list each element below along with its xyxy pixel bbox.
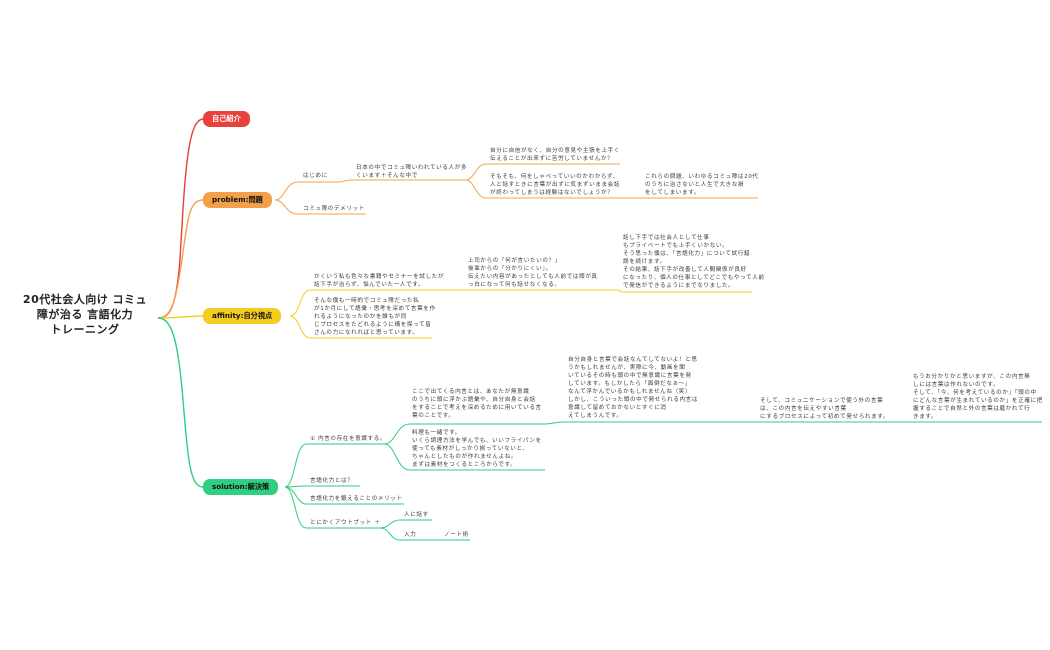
node-q2-line: が終わってしまうは経験はないでしょうか？ [490,190,614,196]
node-a4-line: そんな僕も一時的でコミュ障だった私 [314,298,420,304]
connector-solution [157,317,204,488]
node-solution-1a[interactable]: ここで出てくる内言とは、あなたが無意識 のうちに頭に浮かぶ語彙や、自分自身と会話… [412,388,542,420]
node-a4-line: さんの力になれればと思っています。 [314,330,419,336]
node-q3-line: をしてしまいます。 [645,190,701,196]
node-a4-line: れるようになったのかを誰もが同 [314,314,407,320]
node-solution-1d[interactable]: もうお分かりかと思いますが、この内言無 しには言葉は作れないのです。 そして、「… [913,373,1043,421]
node-question-2[interactable]: そもそも、何をしゃべっていいのかわからず、 人と話すときに言葉が出ずに気まずいま… [490,173,620,197]
node-a3-line: で発信ができるようにまでなりました。 [623,283,735,289]
node-s1d-line: もうお分かりかと思いますが、この内言無 [913,374,1031,380]
node-s1c-line: は、この内言を伝えやすい言葉 [760,406,847,412]
branch-problem[interactable]: problem:問題 [203,192,272,208]
node-japan[interactable]: 日本の中でコミュ障いわれている人が多 くいます＋そんな中で [356,164,467,180]
root-line-2: 障が治る 言語化力 [36,308,134,321]
node-a4-line: が1か月にして語彙・思考を深めて言葉を作 [314,306,436,312]
node-q2-line: 人と話すときに言葉が出ずに気まずいまま会話 [490,182,621,188]
node-a3-line: そう思った僕は、「言語化力」について試行錯 [623,251,751,257]
root-line-3: トレーニング [50,323,120,336]
node-solution-4a[interactable]: 人に話す [404,512,429,518]
node-s1e-line: いくら調理方法を学んでも、いいフライパンを [412,438,542,444]
node-s1b-line: うかもしれませんが、実際に今、動画を聞 [568,365,686,371]
branch-solution[interactable]: solution:解決策 [203,479,279,495]
node-q3-line: のうちに治さないと人生で大きな損 [645,182,745,188]
node-a3-line: 誤を続けます。 [623,259,666,265]
node-question-3[interactable]: これらの問題、いわゆるコミュ障は20代 のうちに治さないと人生で大きな損 をして… [645,173,759,197]
node-s1b-line: 自分自身と言葉で会話なんてしてないよ！と思 [568,357,698,363]
node-a2-line: 上司からの「何が言いたいの？」 [468,258,561,264]
node-a3-line: になったり、個人の仕事としてどこでもやって人前 [623,275,765,281]
node-s1a-line: 葉のことです。 [412,413,455,419]
node-s1e-line: ちゃんとしたものが作れませんよね。 [412,454,518,460]
node-s1a-line: をすることで考えを深めるために用いている言 [412,405,542,411]
problem-connectors [274,163,758,215]
node-s1b-line: えてしまうんです。 [568,413,623,419]
node-solution-4[interactable]: とにかくアウトプット ＋ [310,520,381,526]
node-q3-line: これらの問題、いわゆるコミュ障は20代 [645,174,759,180]
node-question-1[interactable]: 自分に自信がなく、自分の意見や主張を上手く 伝えることが出来ずに苦労していません… [490,147,620,163]
connector-intro [157,118,204,319]
node-s1e-line: 料理も一緒です。 [412,430,461,436]
node-q2-line: そもそも、何をしゃべっていいのかわからず、 [490,174,620,180]
node-a1-line: 話下手が治らず、悩んでいた一人です。 [314,282,425,288]
node-solution-2[interactable]: 言語化力とは？ [310,478,354,484]
node-affinity-1[interactable]: かくいう私も色々な書籍やセミナーを試したが 話下手が治らず、悩んでいた一人です。 [314,273,444,289]
node-s1c-line: そして、コミュニケーションで使う外の言葉 [760,398,884,404]
node-solution-1[interactable]: ① 内言の存在を意識する。 [310,436,387,442]
node-s1b-line: なんて浮かんでいるかもしれませんね（笑） [568,389,692,395]
node-s1e-line: まずは素材をつくるところからです。 [412,462,517,468]
node-s1d-line: にどんな言葉が生まれているのか」を正確に把 [913,398,1043,404]
branch-affinity[interactable]: affinity:自分視点 [203,308,282,324]
node-s1a-line: ここで出てくる内言とは、あなたが無意識 [412,389,530,395]
node-s1b-line: しています。もしかしたら「面倒だなぁ～」 [568,381,692,387]
node-s1b-line: いているその時も頭の中で無意識に言葉を発 [568,373,692,379]
connector-problem [157,199,204,319]
node-a2-line: っ白になって何も話せなくなる。 [468,282,561,288]
root-line-1: 20代社会人向け コミュ [22,293,148,306]
node-s1d-line: きます。 [913,414,938,420]
node-hajimeni[interactable]: はじめに [303,173,328,179]
node-s1c-line: にするプロセスによって初めて発せられます。 [760,414,890,420]
node-a4-line: じプロセスをたどれるように構を探って皆 [314,322,432,328]
node-a2-line: 伝えたい内容があったとしても人前では頭が真 [468,274,598,280]
node-s1d-line: そして、「今、何を考えているのか」「頭の中 [913,390,1037,396]
node-a3-line: 話し下手では社会人として仕事 [623,235,710,241]
branch-intro[interactable]: 自己紹介 [203,111,250,127]
affinity-connectors [289,289,752,339]
node-solution-4c[interactable]: ノート術 [444,532,469,538]
node-a2-line: 後輩からの「分かりにくい」。 [468,266,552,272]
node-s1a-line: のうちに頭に浮かぶ語彙や、自分自身と会話 [412,397,536,403]
node-s1d-line: 握することで自然と外の言葉は磨かれて行 [913,406,1031,412]
node-s1d-line: しには言葉は作れないのです。 [913,382,1000,388]
node-s1b-line: しかし、こういった頭の中で発せられる内言は [568,397,699,403]
node-solution-1c[interactable]: そして、コミュニケーションで使う外の言葉 は、この内言を伝えやすい言葉 にするプ… [760,397,889,421]
node-a1-line: かくいう私も色々な書籍やセミナーを試したが [314,274,445,280]
node-solution-1e[interactable]: 料理も一緒です。 いくら調理方法を学んでも、いいフライパンを 使っても素材がしっ… [412,429,542,469]
node-solution-1b[interactable]: 自分自身と言葉で会話なんてしてないよ！と思 うかもしれませんが、実際に今、動画を… [568,356,698,420]
connector-affinity [157,315,204,319]
node-demerit[interactable]: コミュ障のデメリット [303,206,365,212]
solution-connectors [284,421,1042,541]
node-affinity-4[interactable]: そんな僕も一時的でコミュ障だった私 が1か月にして語彙・思考を深めて言葉を作 れ… [314,297,436,337]
node-a3-line: もプライベートでも上手くいかない。 [623,243,729,249]
node-q1-line: 伝えることが出来ずに苦労していませんか？ [490,156,614,162]
node-s1b-line: 意識して留めておかないとすぐに消 [568,405,667,411]
node-solution-3[interactable]: 言語化力を鍛えることのメリット [310,496,403,502]
node-s1e-line: 使っても素材がしっかり揃っていないと、 [412,446,529,452]
node-solution-4b[interactable]: 入力 [404,532,417,538]
node-q1-line: 自分に自信がなく、自分の意見や主張を上手く [490,148,621,154]
node-a3-line: その結果、話下手が改善して人間関係が良好 [623,267,747,273]
node-japan-line: 日本の中でコミュ障いわれている人が多 [356,165,468,171]
root-topic[interactable]: 20代社会人向け コミュ 障が治る 言語化力 トレーニング [12,292,158,337]
node-affinity-2[interactable]: 上司からの「何が言いたいの？」 後輩からの「分かりにくい」。 伝えたい内容があっ… [468,257,598,289]
node-affinity-3[interactable]: 話し下手では社会人として仕事 もプライベートでも上手くいかない。 そう思った僕は… [623,234,765,290]
node-japan-line: くいます＋そんな中で [356,173,418,179]
